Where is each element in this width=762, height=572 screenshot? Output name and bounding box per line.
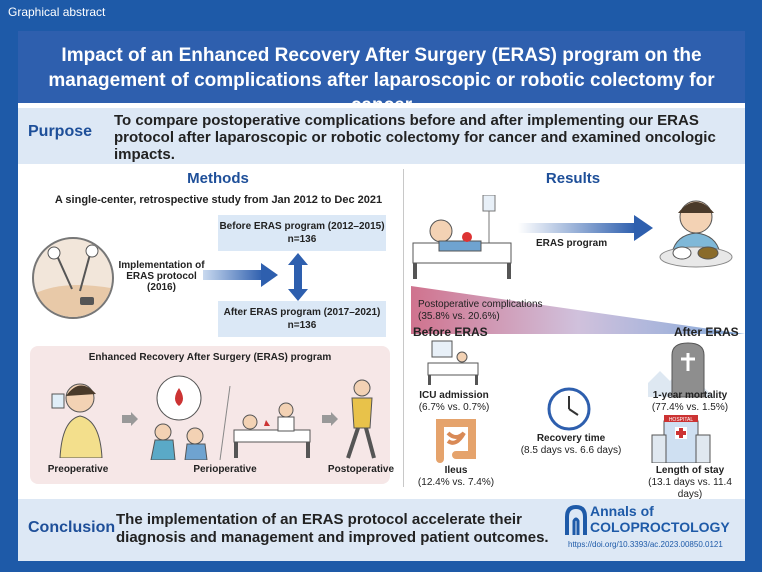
perioperative-illustration-left: [150, 375, 208, 460]
methods-heading: Methods: [187, 170, 249, 187]
journal-name-line-2: COLOPROCTOLOGY: [590, 519, 730, 535]
implementation-arrow: [203, 263, 278, 287]
graphical-abstract-label: Graphical abstract: [8, 5, 106, 19]
eras-program-arrow-label: ERAS program: [536, 238, 608, 249]
results-heading: Results: [545, 170, 601, 187]
phase-divider: [219, 386, 231, 460]
purpose-label: Purpose: [28, 123, 93, 140]
phase-preoperative: Preoperative: [47, 464, 109, 475]
conclusion-text: The implementation of an ERAS protocol a…: [116, 511, 549, 546]
clock-icon: [547, 387, 591, 431]
complications-label: Postoperative complications (35.8% vs. 2…: [418, 299, 543, 322]
title-line-1: Impact of an Enhanced Recovery After Sur…: [61, 45, 702, 66]
before-eras-box: Before ERAS program (2012–2015) n=136: [218, 215, 386, 251]
tombstone-icon: [648, 342, 714, 398]
journal-name-line-1: Annals of: [590, 503, 654, 519]
conclusion-label: Conclusion: [28, 519, 116, 536]
after-eras-box: After ERAS program (2017–2021) n=136: [218, 301, 386, 337]
purpose-section: Purpose To compare postoperative complic…: [18, 108, 745, 164]
before-after-arrow: [288, 253, 308, 301]
perioperative-illustration-right: [233, 402, 311, 458]
conclusion-section: Conclusion The implementation of an ERAS…: [18, 499, 745, 561]
eras-result-arrow: [518, 215, 653, 241]
surgery-illustration: [32, 237, 114, 319]
hospital-icon: HOSPITAL: [651, 415, 711, 463]
eating-patient-illustration: [659, 200, 733, 268]
phase-arrow-2: [322, 412, 338, 426]
page-title: Impact of an Enhanced Recovery After Sur…: [18, 31, 745, 116]
section-divider: [403, 169, 404, 487]
length-of-stay-result: Length of stay (13.1 days vs. 11.4 days): [648, 465, 732, 500]
mortality-result: 1-year mortality (77.4% vs. 1.5%): [651, 390, 729, 413]
recovery-result: Recovery time (8.5 days vs. 6.6 days): [520, 433, 622, 456]
patient-bed-illustration: [412, 195, 512, 279]
hospital-sign: HOSPITAL: [669, 417, 694, 423]
ileus-result: Ileus (12.4% vs. 7.4%): [417, 465, 495, 488]
after-eras-label: After ERAS: [674, 325, 739, 339]
abstract-panel: Impact of an Enhanced Recovery After Sur…: [18, 31, 745, 561]
phase-arrow-1: [122, 412, 138, 426]
preoperative-illustration: [51, 383, 103, 458]
eras-program-title: Enhanced Recovery After Surgery (ERAS) p…: [88, 352, 332, 363]
icu-bed-icon: [427, 340, 479, 385]
complications-wedge: [411, 286, 745, 334]
doi-link[interactable]: https://doi.org/10.3393/ac.2023.00850.01…: [568, 540, 723, 549]
eras-program-box: Enhanced Recovery After Surgery (ERAS) p…: [30, 346, 394, 484]
icu-result: ICU admission (6.7% vs. 0.7%): [418, 390, 490, 413]
journal-logo: [565, 505, 587, 535]
before-eras-label: Before ERAS: [413, 325, 488, 339]
purpose-text: To compare postoperative complications b…: [114, 112, 716, 163]
phase-perioperative: Perioperative: [193, 464, 257, 475]
phase-postoperative: Postoperative: [327, 464, 395, 475]
intestine-icon: [436, 419, 476, 463]
postoperative-illustration: [346, 379, 376, 459]
study-design: A single-center, retrospective study fro…: [54, 194, 383, 206]
implementation-label: Implementation of ERAS protocol (2016): [118, 260, 205, 293]
